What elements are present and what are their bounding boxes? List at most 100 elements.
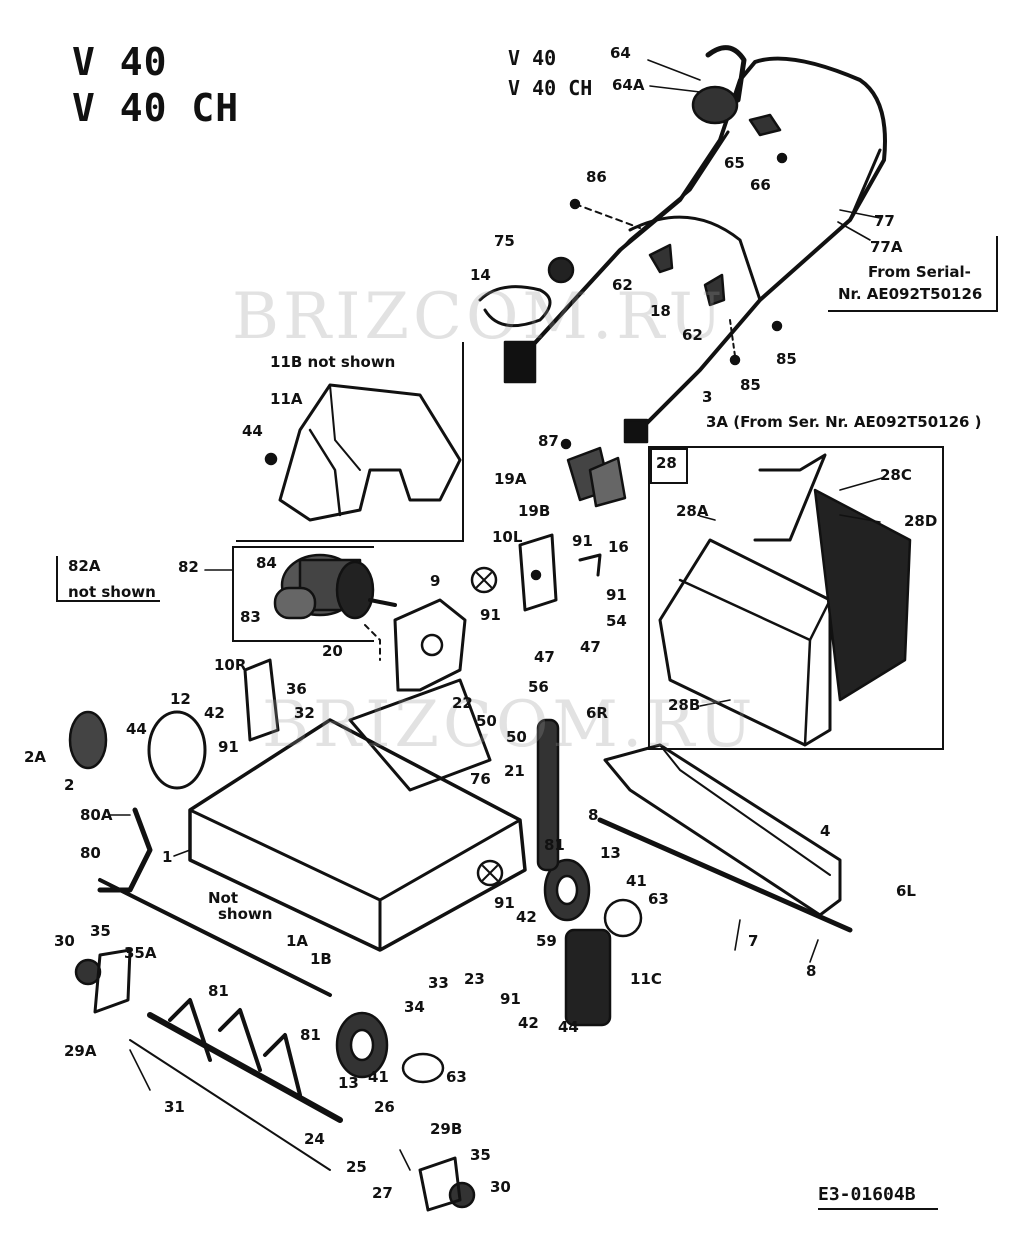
note-77a-serial-2: Nr. AE092T50126 (838, 285, 983, 303)
hubcap-63-front (401, 1052, 445, 1084)
model-title-1: V 40 (72, 40, 168, 84)
part-label-28c: 28C (880, 466, 912, 484)
part-label-28: 28 (656, 454, 677, 472)
part-label-64: 64 (610, 44, 631, 62)
part-label-91-e: 91 (494, 894, 515, 912)
part-label-44-b: 44 (126, 720, 147, 738)
part-label-54: 54 (606, 612, 627, 630)
part-label-81-a: 81 (544, 836, 565, 854)
part-label-25: 25 (346, 1158, 367, 1176)
part-label-33: 33 (428, 974, 449, 992)
part-label-1a: 1A (286, 932, 309, 950)
part-label-80: 80 (80, 844, 101, 862)
handle-assembly (478, 45, 887, 444)
part-label-6r: 6R (586, 704, 608, 722)
note-82a-id: 82A (68, 557, 101, 575)
bracket-10l (518, 533, 602, 612)
part-label-87: 87 (538, 432, 559, 450)
part-label-21: 21 (504, 762, 525, 780)
part-label-47-a: 47 (580, 638, 601, 656)
part-label-1: 1 (162, 848, 173, 866)
part-label-34: 34 (404, 998, 425, 1016)
part-label-42-a: 42 (204, 704, 225, 722)
box-82-group (232, 546, 374, 642)
part-label-23: 23 (464, 970, 485, 988)
part-label-85-b: 85 (740, 376, 761, 394)
part-label-66: 66 (750, 176, 771, 194)
part-label-30-a: 30 (54, 932, 75, 950)
part-label-1b: 1B (310, 950, 332, 968)
part-label-82: 82 (178, 558, 199, 576)
part-label-50-b: 50 (506, 728, 527, 746)
note-not-shown-1: Not (208, 889, 239, 907)
part-label-10l: 10L (492, 528, 523, 546)
part-label-41-a: 41 (626, 872, 647, 890)
part-label-91-b: 91 (606, 586, 627, 604)
part-label-31: 31 (164, 1098, 185, 1116)
part-label-8-a: 8 (588, 806, 599, 824)
cap-2 (68, 710, 108, 770)
part-label-80a: 80A (80, 806, 113, 824)
part-label-29b: 29B (430, 1120, 463, 1138)
part-label-81-c: 81 (300, 1026, 321, 1044)
part-label-29a: 29A (64, 1042, 97, 1060)
part-label-14: 14 (470, 266, 491, 284)
part-label-84: 84 (256, 554, 277, 572)
model-title-2: V 40 CH (72, 86, 240, 130)
part-label-13-a: 13 (600, 844, 621, 862)
part-label-4: 4 (820, 822, 831, 840)
box-82a-note (56, 556, 160, 602)
note-82a-text: not shown (68, 583, 156, 601)
part-label-81-b: 81 (208, 982, 229, 1000)
part-label-91-f: 91 (500, 990, 521, 1008)
leader-lines (109, 59, 883, 1171)
part-label-86: 86 (586, 168, 607, 186)
part-label-12: 12 (170, 690, 191, 708)
part-label-28a: 28A (676, 502, 709, 520)
part-label-9: 9 (430, 572, 441, 590)
document-number: E3-01604B (818, 1184, 916, 1205)
roller-31 (129, 998, 343, 1171)
part-label-44-a: 44 (242, 422, 263, 440)
note-3a-serial: 3A (From Ser. Nr. AE092T50126 ) (706, 413, 982, 431)
part-label-30-b: 30 (490, 1178, 511, 1196)
part-label-42-b: 42 (516, 908, 537, 926)
document-number-underline (818, 1208, 938, 1210)
shaft-7 (597, 817, 853, 933)
part-label-47-b: 47 (534, 648, 555, 666)
part-label-44-c: 44 (558, 1018, 579, 1036)
part-label-42-c: 42 (518, 1014, 539, 1032)
part-label-63-a: 63 (648, 890, 669, 908)
part-label-62-b: 62 (682, 326, 703, 344)
bearing-35-left (93, 948, 132, 1014)
motor-bracket-9 (364, 598, 467, 692)
part-label-36: 36 (286, 680, 307, 698)
box-28-tag (650, 448, 688, 484)
note-77a-serial-1: From Serial- (868, 263, 971, 281)
part-label-50-a: 50 (476, 712, 497, 730)
part-label-28b: 28B (668, 696, 701, 714)
part-label-27: 27 (372, 1184, 393, 1202)
part-label-76: 76 (470, 770, 491, 788)
part-label-59: 59 (536, 932, 557, 950)
cover-11c (564, 928, 612, 1027)
part-label-19b: 19B (518, 502, 551, 520)
bracket-10r (243, 658, 280, 742)
part-label-77a: 77A (870, 238, 903, 256)
grass-catcher-11a (264, 383, 462, 522)
model-subtitle-1: V 40 (508, 46, 557, 70)
belt-21 (536, 718, 560, 872)
marker-x-bottom (476, 859, 504, 887)
part-label-11c: 11C (630, 970, 662, 988)
note-not-shown-2: shown (218, 905, 273, 923)
part-label-35a: 35A (124, 944, 157, 962)
part-label-63-b: 63 (446, 1068, 467, 1086)
bracket-19 (560, 438, 627, 508)
hubcap-63-rear (603, 898, 643, 938)
lever-80 (97, 807, 153, 893)
part-label-22: 22 (452, 694, 473, 712)
pulley-12 (147, 710, 207, 790)
part-label-3: 3 (702, 388, 713, 406)
part-label-85-a: 85 (776, 350, 797, 368)
